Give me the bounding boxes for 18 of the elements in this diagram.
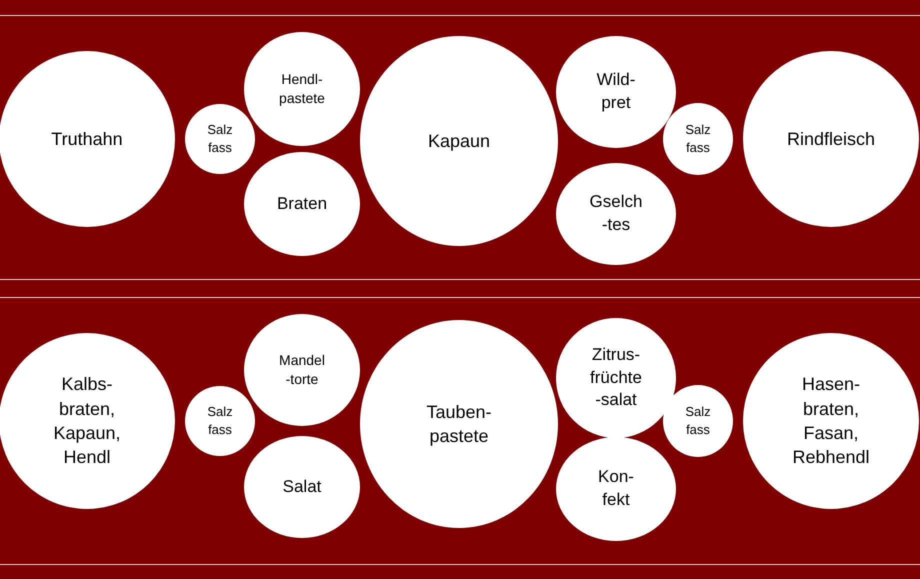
dish-label: Hasen- braten, Fasan, Rebhendl: [792, 373, 870, 470]
dish-label: Salz fass: [207, 121, 233, 157]
dish-label: Rindfleisch: [786, 128, 876, 151]
dish-label: Mandel -torte: [279, 351, 325, 389]
dish-label: Salat: [282, 476, 322, 498]
dish-label: Kon- fekt: [598, 466, 634, 511]
dish-label: Hendl- pastete: [279, 70, 325, 108]
dish-label: Zitrus- früchte -salat: [590, 344, 642, 412]
dish-label: Salz fass: [685, 403, 711, 439]
dish-label: Braten: [276, 192, 328, 215]
dish-label: Kalbs- braten, Kapaun, Hendl: [53, 373, 121, 470]
dish-label: Salz fass: [207, 403, 233, 439]
dish-label: Gselch -tes: [590, 191, 642, 236]
dish-label: Wild- pret: [596, 69, 636, 114]
dish-label: Tauben- pastete: [426, 400, 492, 448]
dish-label: Kapaun: [428, 130, 490, 153]
dish-label: Truthahn: [51, 128, 123, 151]
dish-label: Salz fass: [685, 121, 711, 157]
